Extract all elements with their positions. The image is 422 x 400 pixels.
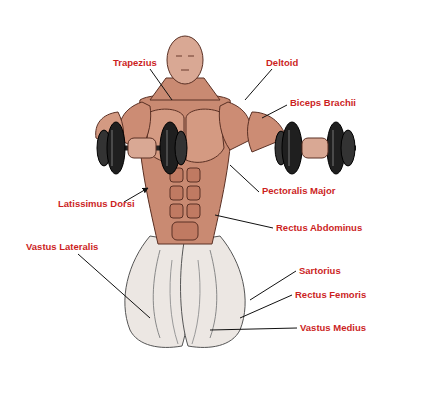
muscle-label: Rectus Femoris <box>295 289 366 301</box>
muscle-label: Latissimus Dorsi <box>58 198 135 210</box>
muscle-label: Vastus Medius <box>300 322 366 334</box>
muscle-label: Pectoralis Major <box>262 185 335 197</box>
dumbbells <box>97 122 356 174</box>
muscle-label: Rectus Abdominus <box>276 222 362 234</box>
muscle-label: Vastus Lateralis <box>26 241 98 253</box>
muscle-label: Biceps Brachii <box>290 97 356 109</box>
muscle-label: Deltoid <box>266 57 298 69</box>
torso <box>139 94 232 244</box>
legs <box>125 236 245 347</box>
head-neck <box>150 36 220 100</box>
muscle-label: Sartorius <box>299 265 341 277</box>
muscle-label: Trapezius <box>113 57 157 69</box>
